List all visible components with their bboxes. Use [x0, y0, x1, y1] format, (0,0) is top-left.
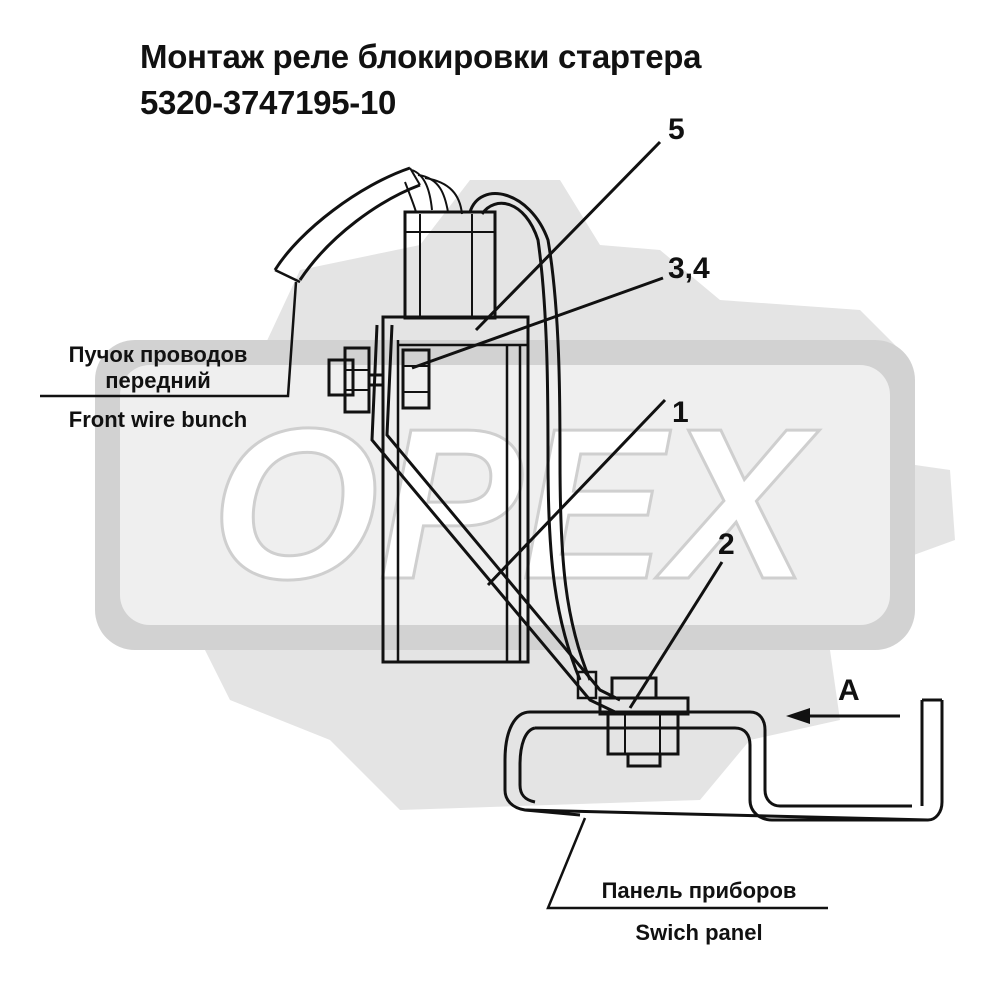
diagram-title: Монтаж реле блокировки стартера: [140, 38, 702, 75]
leader-34: [411, 276, 664, 370]
panel-label-en: Swich panel: [635, 920, 763, 945]
watermark-gear: [95, 180, 955, 810]
view-arrow-a: [786, 708, 900, 724]
leader-5: [474, 140, 662, 332]
leader-1: [486, 398, 667, 587]
mounting-strap: [370, 324, 621, 714]
starter-relay: [381, 315, 530, 664]
instrument-panel: [503, 698, 944, 822]
leader-panel: [546, 817, 828, 910]
leader-front-wire: [40, 281, 298, 398]
panel-label-ru: Панель приборов: [601, 878, 797, 903]
part-number: 5320-3747195-10: [140, 84, 397, 121]
callout-3-4: 3,4: [668, 252, 710, 285]
front-wire-harness: [273, 166, 463, 284]
front-wire-label-ru-1: Пучок проводов: [68, 342, 248, 367]
callout-a: A: [838, 674, 860, 707]
leader-2: [628, 561, 724, 709]
front-wire-label-ru-2: передний: [105, 368, 211, 393]
panel-screw: [598, 676, 690, 768]
callout-2: 2: [718, 528, 735, 561]
callout-5: 5: [668, 113, 685, 146]
watermark-text: OPEX: [211, 383, 820, 624]
watermark: OPEX: [95, 180, 955, 810]
front-wire-label-en: Front wire bunch: [68, 407, 248, 432]
leader-lines: [40, 140, 828, 910]
ground-wire: [468, 192, 598, 700]
callout-1: 1: [672, 396, 689, 429]
